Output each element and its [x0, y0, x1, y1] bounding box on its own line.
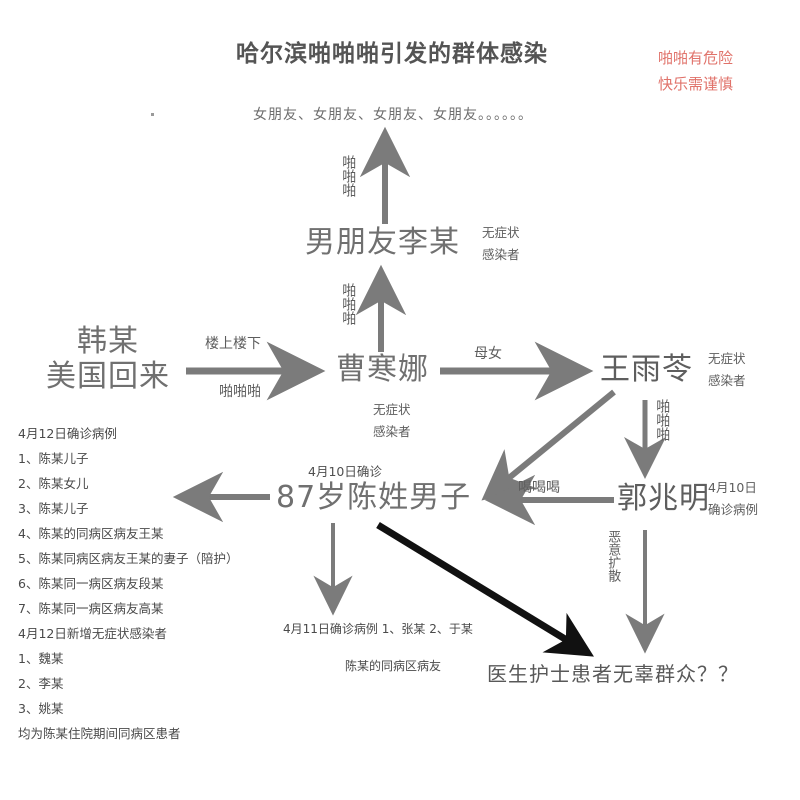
- dust-speck: [151, 113, 154, 116]
- boyfriend-tag-line-1: 无症状: [482, 225, 520, 240]
- edge-label-guo-to-outcome: 恶意扩散: [605, 530, 621, 582]
- wang-tag-line-1: 无症状: [708, 351, 746, 366]
- cao-tag-line-2: 感染者: [373, 423, 411, 439]
- warning-text: 啪啪有危险 快乐需谨慎: [658, 46, 733, 97]
- page-title: 哈尔滨啪啪啪引发的群体感染: [236, 41, 548, 67]
- edge-label-han-to-cao-top: 楼上楼下: [205, 336, 261, 352]
- left-list-item: 2、李某: [18, 676, 64, 691]
- node-girlfriends: 女朋友、女朋友、女朋友、女朋友。。。。。。: [253, 107, 533, 123]
- boyfriend-tag-line-2: 感染者: [482, 246, 520, 262]
- node-boyfriend-li-tag: 无症状 感染者: [482, 222, 520, 266]
- left-list-item: 2、陈某女儿: [18, 476, 89, 491]
- node-wang: 王雨苓: [600, 352, 693, 387]
- left-list-header-2: 4月12日新增无症状感染者: [18, 626, 167, 641]
- left-list-footer: 均为陈某住院期间同病区患者: [18, 726, 181, 741]
- node-cao-tag: 无症状 感染者: [373, 399, 411, 443]
- node-boyfriend-li: 男朋友李某: [305, 225, 460, 260]
- edge-label-boyfriend-to-girlfriends: 啪啪啪: [340, 155, 357, 197]
- bottom-list-item: 2、于某: [429, 622, 473, 636]
- left-list-item: 5、陈某同病区病友王某的妻子（陪护）: [18, 551, 239, 566]
- warning-line-2: 快乐需谨慎: [658, 74, 734, 93]
- left-contact-list: 4月12日确诊病例 1、陈某儿子 2、陈某女儿 3、陈某儿子 4、陈某的同病区病…: [18, 421, 238, 746]
- left-list-item: 4、陈某的同病区病友王某: [18, 526, 164, 541]
- node-chen-date: 4月10日确诊: [308, 464, 382, 479]
- guo-tag-line-2: 确诊病例: [708, 501, 759, 517]
- left-list-item: 1、魏某: [18, 651, 64, 666]
- node-wang-tag: 无症状 感染者: [708, 348, 746, 392]
- edge-label-wang-to-guo: 啪啪啪: [654, 399, 671, 441]
- node-cao: 曹寒娜: [336, 352, 429, 387]
- bottom-list-note: 陈某的同病区病友: [345, 659, 442, 673]
- bottom-list-item: 1、张某: [381, 622, 426, 636]
- node-han-line-2: 美国回来: [46, 358, 170, 394]
- edge-label-han-to-cao-bottom: 啪啪啪: [219, 384, 261, 400]
- left-list-item: 6、陈某同一病区病友段某: [18, 576, 164, 591]
- left-list-item: 3、陈某儿子: [18, 501, 89, 516]
- node-han-line-1: 韩某: [77, 324, 139, 359]
- wang-tag-line-2: 感染者: [708, 372, 746, 388]
- node-chen: 87岁陈姓男子: [276, 480, 472, 515]
- bottom-list-header: 4月11日确诊病例: [283, 622, 378, 636]
- guo-tag-line-1: 4月10日: [708, 480, 757, 495]
- edge-label-cao-to-boyfriend: 啪啪啪: [340, 283, 357, 325]
- edge-label-cao-to-wang: 母女: [474, 346, 502, 362]
- left-list-item: 3、姚某: [18, 701, 64, 716]
- left-list-item: 1、陈某儿子: [18, 451, 89, 466]
- node-han: 韩某 美国回来: [46, 324, 170, 394]
- warning-line-1: 啪啪有危险: [658, 49, 734, 67]
- left-list-item: 7、陈某同一病区病友高某: [18, 601, 164, 616]
- node-outcome: 医生护士患者无辜群众？？: [487, 662, 739, 686]
- node-guo-tag: 4月10日 确诊病例: [708, 477, 758, 521]
- bottom-contact-list: 4月11日确诊病例 1、张某 2、于某: [283, 618, 473, 641]
- cao-tag-line-1: 无症状: [373, 402, 411, 417]
- edge-label-guo-to-chen: 喝喝喝: [518, 480, 560, 496]
- left-list-header-1: 4月12日确诊病例: [18, 426, 117, 441]
- node-guo: 郭兆明: [617, 481, 710, 516]
